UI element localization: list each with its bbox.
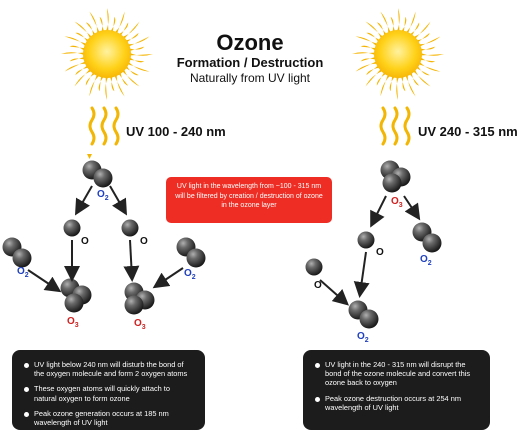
arrow-icon-right-group: [319, 195, 421, 306]
molecule-o2-right-product: [412, 222, 442, 253]
sun-ray: [69, 45, 86, 52]
molecule-o3-left-a: [60, 278, 92, 313]
destruction-info-box: UV light in the 240 - 315 nm will disrup…: [303, 350, 490, 430]
sun-ray: [417, 36, 441, 48]
uv-filter-note: UV light in the wavelength from ~100 - 3…: [166, 177, 332, 223]
sun-ray: [408, 71, 420, 86]
sun-ray: [419, 52, 444, 56]
molecule-o2-top-left: [82, 160, 113, 188]
sun-ray: [105, 8, 109, 33]
uv-filter-note-line: in the ozone layer: [221, 202, 277, 209]
sun-ray: [419, 46, 436, 52]
label-o2-right-inner: O2: [184, 268, 196, 281]
sun-ray: [128, 46, 145, 52]
label-o-atom-left-a: O: [81, 236, 89, 247]
sun-ray: [105, 75, 109, 100]
sun-ray: [355, 60, 379, 72]
formation-note-item: UV light below 240 nm will disturb the b…: [22, 360, 197, 378]
sun-ray: [64, 60, 88, 72]
sun-icon-right: [352, 8, 444, 100]
molecule-o-atom-left-a: [63, 219, 81, 237]
sun-ray: [380, 11, 392, 35]
sun-icon-left: [61, 8, 153, 100]
sun-core: [374, 30, 422, 78]
uv-filter-note-line: will be filtered by creation / destructi…: [175, 192, 323, 200]
sun-ray: [419, 56, 436, 63]
uv-range-label-right: UV 240 - 315 nm: [418, 124, 518, 139]
sun-ray: [352, 52, 377, 56]
label-o2-left-outer: O2: [17, 266, 29, 279]
sun-ray: [109, 16, 116, 33]
sun-ray: [396, 8, 400, 33]
sun-ray: [366, 64, 381, 76]
page-subtitle: Formation / Destruction: [176, 55, 324, 70]
uv-wave-icon-right: [379, 106, 411, 146]
sun-ray: [400, 16, 407, 33]
ozone-diagram-scene: [2, 8, 444, 329]
molecule-o-atom-right-a: [357, 231, 375, 249]
uv-wave-icon-left: [88, 106, 120, 146]
destruction-note-item: UV light in the 240 - 315 nm will disrup…: [313, 360, 482, 388]
uv-range-label-left: UV 100 - 240 nm: [126, 124, 226, 139]
molecule-o-atom-left-b: [121, 219, 139, 237]
label-o3-left-b: O3: [134, 318, 146, 331]
sun-ray: [128, 52, 153, 56]
sun-ray: [75, 64, 90, 76]
page-subtitle-secondary: Naturally from UV light: [189, 71, 311, 85]
sun-ray: [124, 32, 139, 44]
sun-ray: [113, 73, 125, 97]
sun-ray: [396, 75, 400, 100]
sun-ray: [360, 56, 377, 62]
sun-ray: [376, 22, 388, 37]
label-o2-right-bottom: O2: [357, 331, 369, 344]
label-o3-top-right: O3: [391, 196, 403, 209]
sun-ray: [360, 45, 377, 52]
label-o2-top-left: O2: [97, 189, 109, 202]
sun-ray: [400, 75, 406, 92]
sun-ray: [415, 32, 430, 44]
sun-ray: [61, 52, 86, 56]
label-o2-right-product: O2: [420, 254, 432, 267]
label-o3-left-a: O3: [67, 316, 79, 329]
molecule-o3-left-b: [124, 282, 155, 315]
sun-ray: [98, 75, 105, 92]
molecule-o3-top-right: [380, 160, 411, 193]
molecule-o2-left-outer: [2, 237, 32, 268]
sun-ray: [404, 73, 416, 97]
sun-ray: [89, 11, 101, 35]
formation-info-box: UV light below 240 nm will disturb the b…: [12, 350, 205, 430]
sun-ray: [126, 36, 150, 48]
label-o-atom-right-b: O: [314, 280, 322, 291]
sun-ray: [109, 75, 115, 92]
sun-ray: [389, 75, 396, 92]
label-o-atom-left-b: O: [140, 236, 148, 247]
destruction-note-item: Peak ozone destruction occurs at 254 nm …: [313, 394, 482, 412]
sun-ray: [69, 56, 86, 62]
sun-ray: [85, 22, 97, 37]
label-o-atom-right-a: O: [376, 247, 384, 258]
sun-core: [83, 30, 131, 78]
sun-ray: [99, 16, 105, 33]
arrow-icon-left-group: [27, 185, 184, 293]
molecule-o-atom-right-b: [305, 258, 323, 276]
molecule-o2-right-inner: [176, 237, 206, 268]
formation-note-item: Peak ozone generation occurs at 185 nm w…: [22, 409, 197, 427]
sun-ray: [117, 71, 129, 86]
page-title: Ozone: [216, 30, 284, 55]
molecule-o2-right-bottom: [348, 300, 379, 329]
sun-ray: [128, 56, 145, 63]
sun-ray: [390, 16, 396, 33]
uv-filter-note-line: UV light in the wavelength from ~100 - 3…: [176, 183, 322, 190]
formation-note-item: These oxygen atoms will quickly attach t…: [22, 384, 197, 403]
